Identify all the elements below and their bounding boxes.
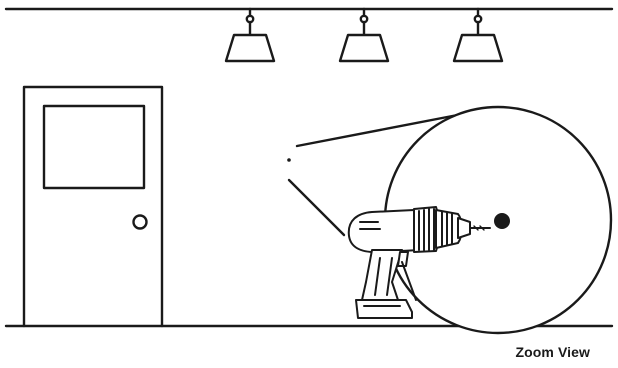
drill-handle xyxy=(362,250,402,300)
pendant-lamp-icon xyxy=(340,9,388,61)
door xyxy=(24,87,162,326)
ceiling-lights xyxy=(226,9,502,61)
zoom-projection-line-bottom xyxy=(289,180,344,235)
zoom-view-label: Zoom View xyxy=(515,344,590,360)
pendant-lamp-icon xyxy=(226,9,274,61)
drill-body xyxy=(349,210,420,252)
wall-point xyxy=(287,158,291,162)
drill-battery xyxy=(356,300,412,318)
door-knob-icon xyxy=(134,216,147,229)
pendant-lamp-icon xyxy=(454,9,502,61)
door-window xyxy=(44,106,144,188)
target-dot-icon xyxy=(494,213,510,229)
